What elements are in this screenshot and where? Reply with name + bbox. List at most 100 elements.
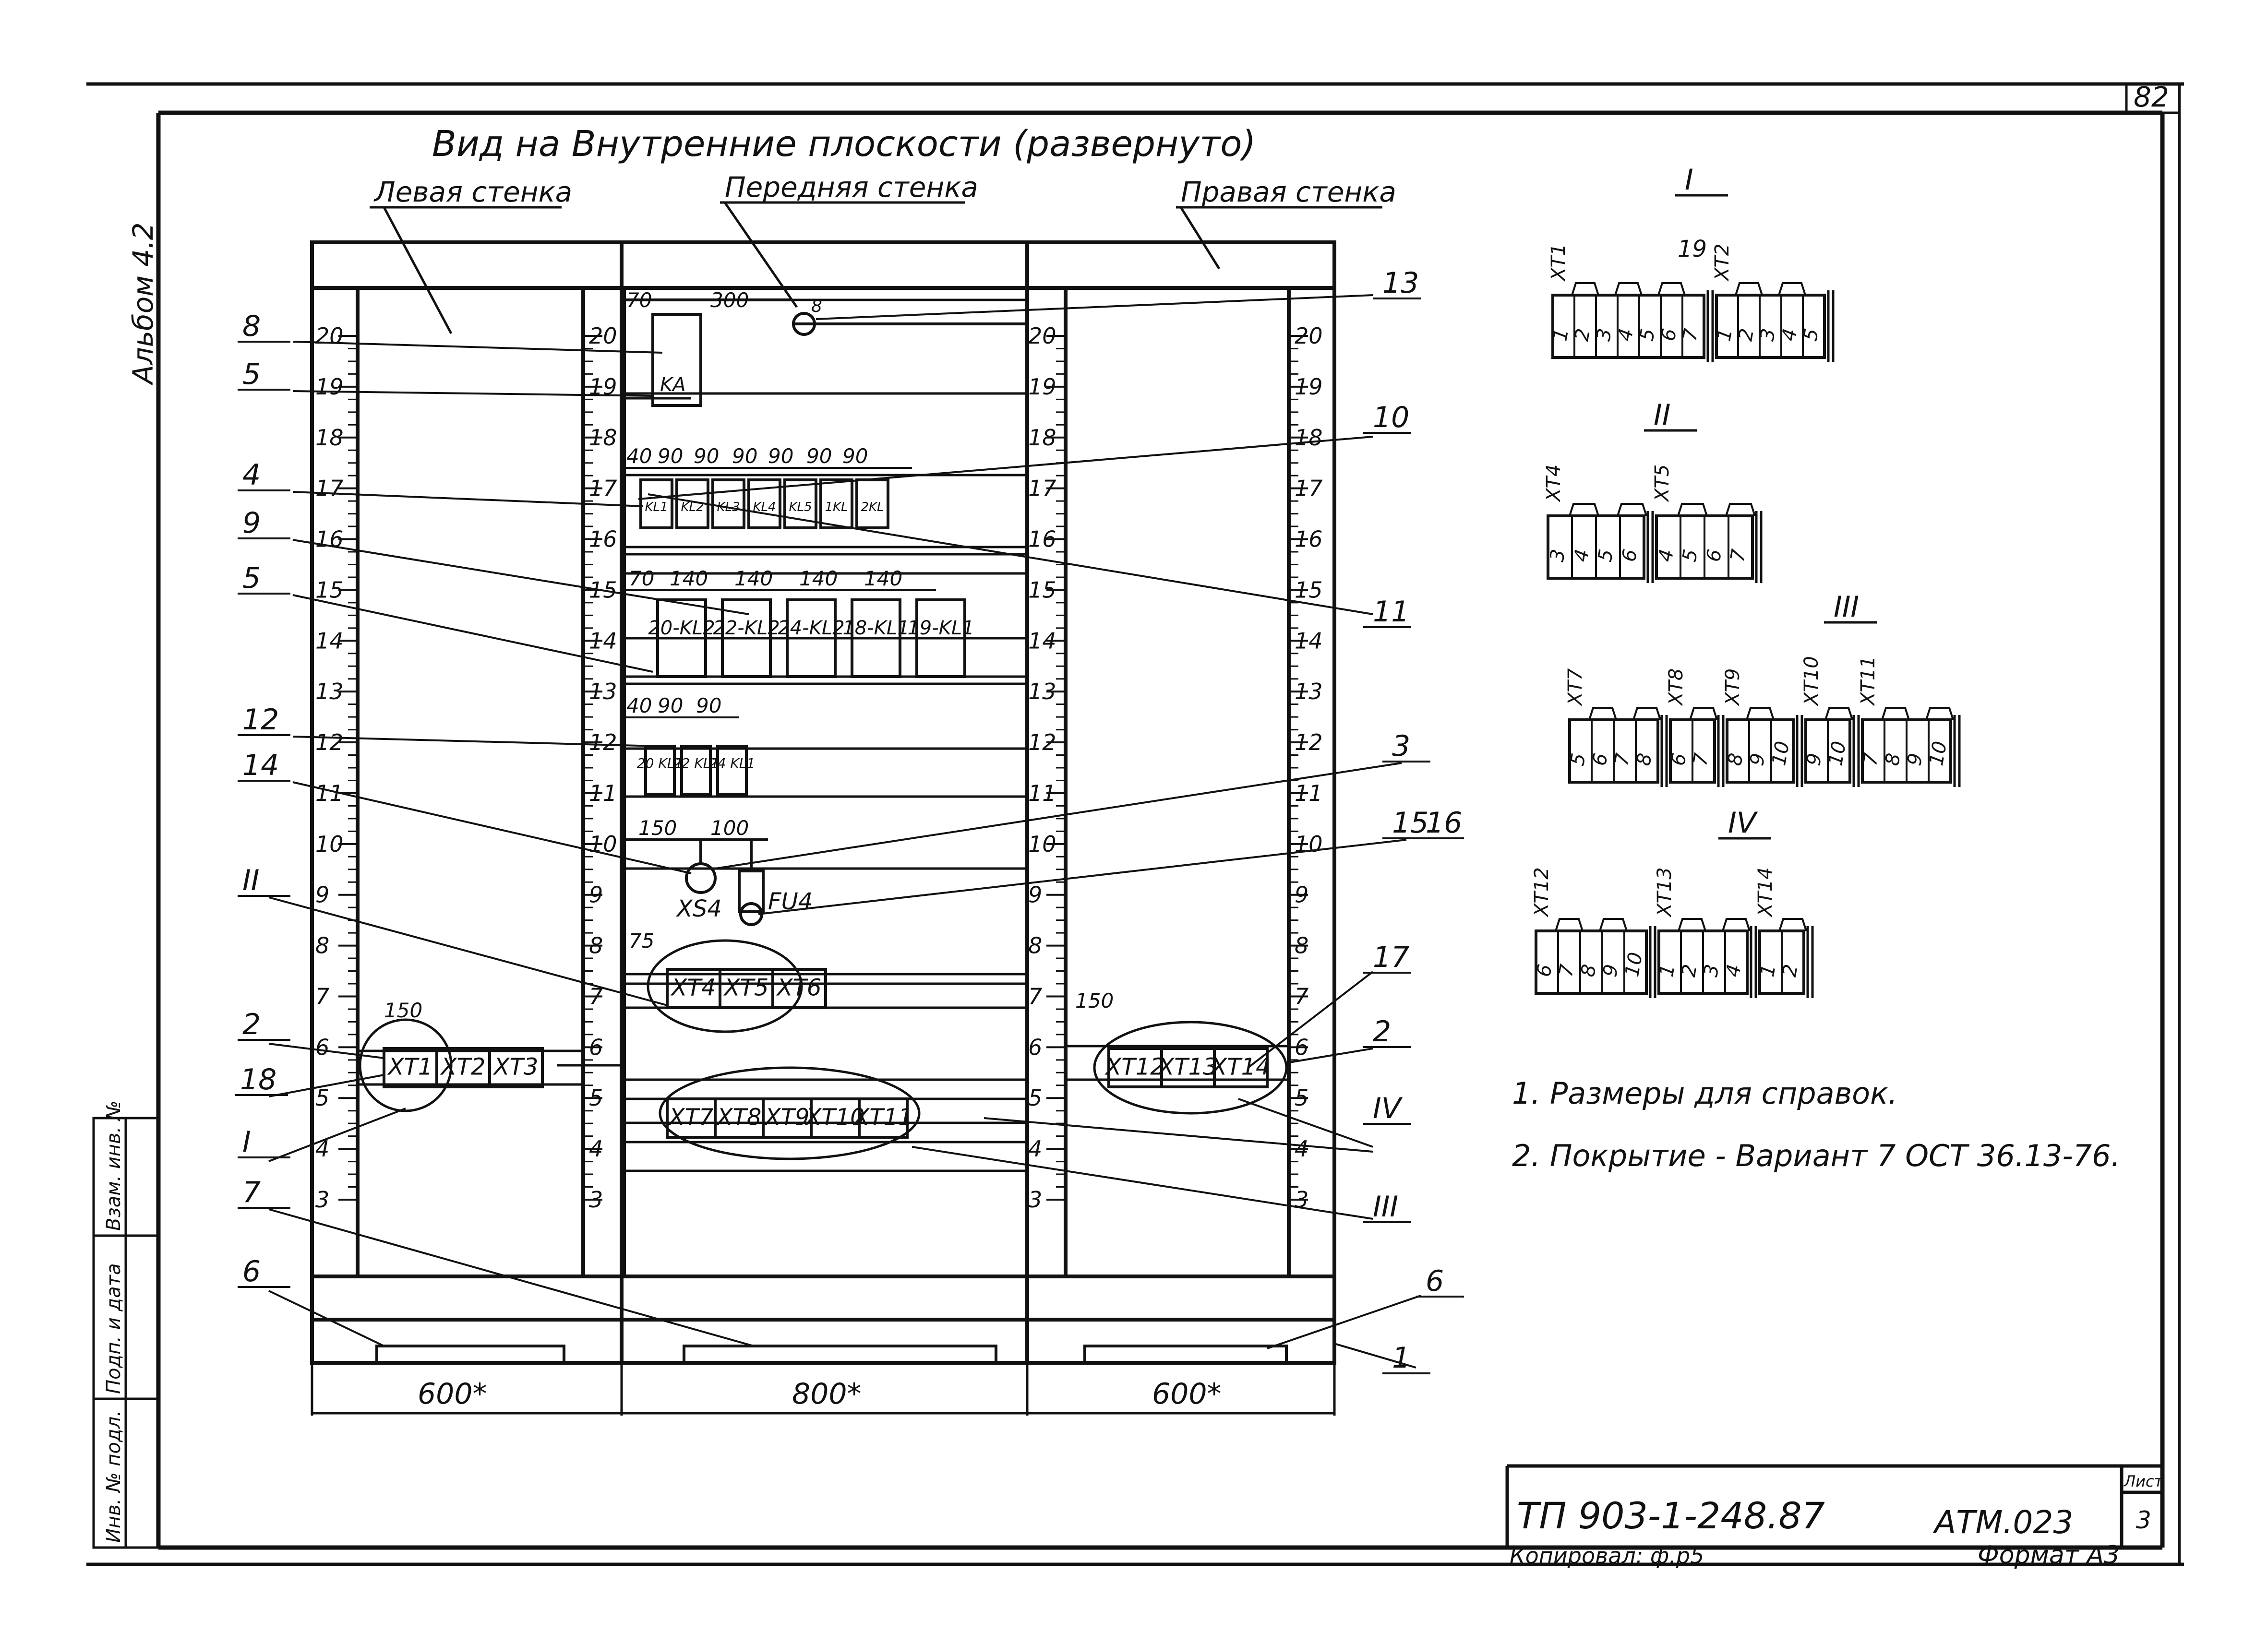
scale-label: 14 [1295,628,1323,654]
scale-label: 14 [1028,628,1056,654]
stamp-inv-no: Инв. № подл. [103,1410,125,1543]
scale-label: 5 [1295,1085,1308,1111]
terminal-label: XT12 [1104,1053,1164,1080]
relay-body [747,478,781,529]
relay-body [783,478,817,529]
scale-label: 3 [589,1187,603,1213]
terminal-block [771,968,827,1009]
dimension-label: 40 [626,444,652,468]
terminal-screw [1571,282,1599,296]
callout-number: 1 [1392,1341,1410,1375]
scale-label: 20 [1028,323,1056,349]
relay-body [711,478,745,529]
terminal-screw [1735,282,1763,296]
relay-body [851,598,901,678]
terminal-screw [1677,503,1708,516]
scale-label: 9 [1028,882,1042,908]
terminal-label: XT13 [1157,1053,1217,1080]
terminal-screw [1925,707,1954,720]
scale-label: 11 [1295,780,1323,806]
terminal-block-name: XT12 [1531,867,1553,917]
heading-underlines [370,201,1382,334]
detail-title: II [1654,398,1670,432]
callout-number: 5 [242,561,261,595]
scale-label: 6 [315,1034,329,1060]
cabinet-outline [310,240,1336,1365]
terminal-block-name: XT7 [1564,668,1586,706]
sheet-frame [86,82,2184,1566]
terminal-number: 4 [1655,548,1679,563]
dimension-label: 140 [670,567,708,590]
dim-left-wall: 600* [418,1377,487,1411]
title-copied: Копировал: ф.р5 [1510,1543,1704,1569]
scale-label: 16 [1295,526,1323,552]
dimension-label: 90 [732,444,757,468]
callout-number: 7 [242,1176,261,1209]
relay-body [656,598,707,678]
relay-label: 1KL [825,500,848,514]
terminal-number: 5 [1594,548,1618,563]
stamp-sign-date: Подп. и дата [103,1263,125,1394]
callout-number: 10 [1373,401,1409,434]
front-rails [358,298,1289,1172]
terminal-block-name: XT8 [1665,668,1687,706]
title-format: Формат А3 [1978,1541,2120,1570]
note-1: 1. Размеры для справок. [1512,1076,1897,1111]
scale-label: 13 [589,679,617,704]
terminal-screw [1678,918,1706,931]
terminal-number: 10 [1925,739,1951,767]
terminal-block-name: XT11 [1857,656,1879,706]
terminal-label: XT9 [764,1104,810,1131]
terminal-screw [1778,282,1806,296]
scale-label: 11 [589,780,617,806]
scale-label: 18 [1295,425,1323,451]
terminal-number: 7 [1727,548,1751,564]
note-2: 2. Покрытие - Вариант 7 ОСТ 36.13-76. [1512,1138,2120,1173]
terminal-screw [1599,918,1628,931]
relay-label: 20-KL2 [648,617,715,639]
scale-ladders: 2019181716151413121110987654320191817161… [315,323,1323,1213]
callout-number: 2 [242,1008,261,1041]
terminal-block-name: XT2 [1711,244,1733,282]
scale-label: 17 [589,476,617,501]
callout-number: 13 [1382,266,1419,300]
callout-number: 14 [242,749,279,782]
terminal-screw [1617,503,1647,516]
scale-label: 13 [1028,679,1056,704]
terminal-number: 10 [1824,739,1850,767]
terminal-strip-body [1715,294,1826,359]
callout-number: 3 [1392,729,1410,763]
dimension-label: 90 [768,444,793,468]
scale-label: 13 [1295,679,1323,704]
scale-label: 4 [589,1136,603,1162]
scale-label: 8 [315,933,329,959]
callout-number: 15 [1392,806,1428,840]
scale-label: 18 [589,425,617,451]
scale-label: 12 [589,729,617,755]
scale-label: 4 [1295,1136,1308,1162]
callout-number: 4 [242,458,261,492]
terminal-label: XT1 [387,1053,433,1080]
terminal-screw [1657,282,1686,296]
scale-label: 8 [1028,933,1042,959]
scale-label: 10 [1028,831,1056,857]
scale-label: 5 [589,1085,603,1111]
callout-number: 6 [1426,1264,1444,1298]
ka-dim-8: 8 [811,297,822,316]
socket-label: XS4 [675,895,722,922]
callout-number: 18 [240,1063,276,1096]
scale-label: 7 [315,983,329,1009]
scale-label: 12 [1295,729,1323,755]
dimension-label: 140 [734,567,773,590]
ka-label: KA [660,374,686,396]
title-code: ТП 903-1-248.87 [1517,1494,1825,1537]
bottom-dimension [311,1363,1336,1416]
callout-number: 12 [242,703,279,737]
relay-label: 22 KL1 [673,755,719,771]
terminal-number: 10 [1621,951,1647,978]
title-doc: АТМ.023 [1932,1504,2073,1541]
dimension-label: 75 [629,929,654,953]
